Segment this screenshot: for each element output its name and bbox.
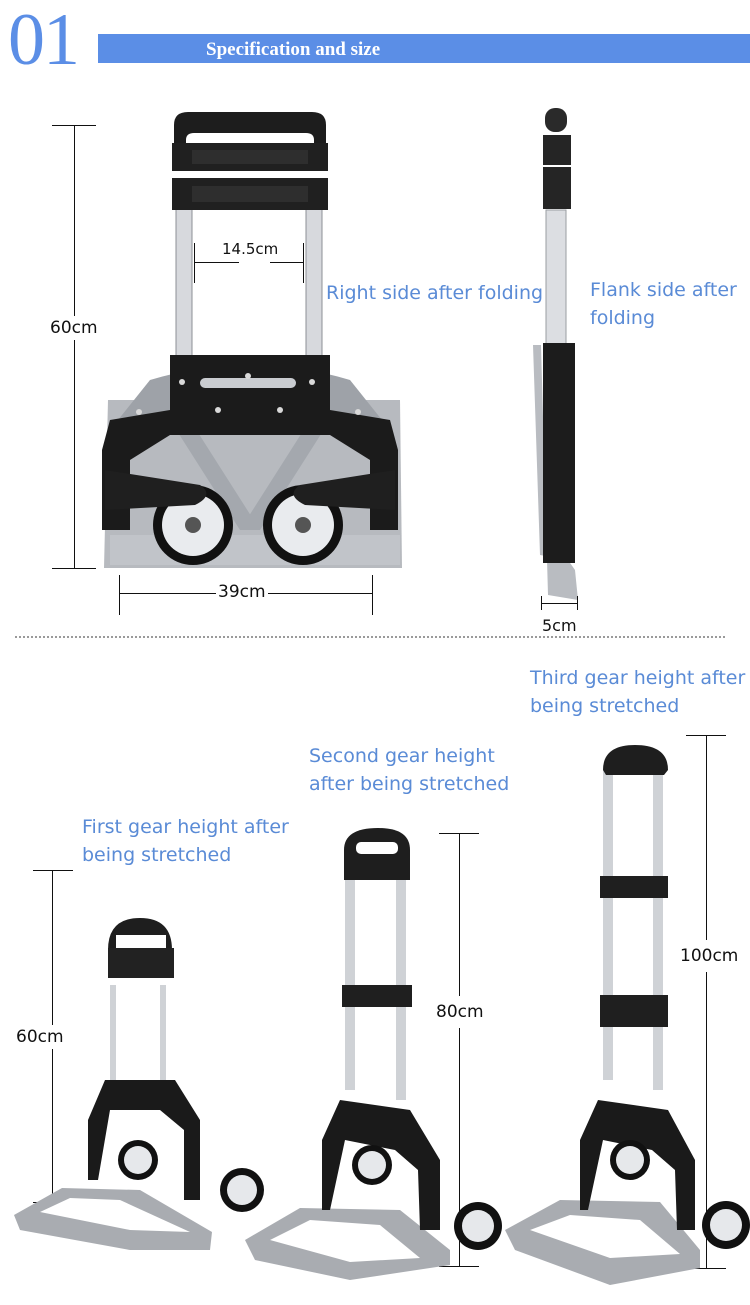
section-title-bar — [98, 34, 750, 63]
gear-3-label-line1: Third gear height after — [530, 667, 746, 689]
gear-2-height-label: 80cm — [436, 996, 484, 1028]
gear-1-label: First gear height after being stretched — [82, 813, 289, 869]
handle-dim-line-right — [270, 262, 303, 263]
gear-1-tick-top — [33, 870, 73, 871]
dim-tick-bottom — [52, 568, 96, 569]
gear-3-height-label: 100cm — [680, 940, 739, 972]
gear-2-label-line1: Second gear height — [309, 745, 495, 767]
base-dim-tick-left — [119, 575, 120, 615]
section-number: 01 — [8, 0, 80, 81]
trolley-gear-2 — [245, 828, 502, 1280]
dim-line-height — [74, 125, 75, 568]
folded-trolley-front-image — [102, 112, 402, 568]
handle-dim-line-left — [194, 262, 239, 263]
base-dim-tick-right — [372, 575, 373, 615]
handle-width-label: 14.5cm — [222, 240, 279, 258]
section-divider — [15, 636, 725, 638]
gear-3-tick-bottom — [686, 1268, 726, 1269]
gear-1-label-line1: First gear height after — [82, 816, 289, 838]
depth-dim-tick-right — [577, 596, 578, 610]
gear-2-tick-bottom — [439, 1266, 479, 1267]
front-height-label: 60cm — [50, 316, 98, 340]
flank-side-label: Flank side after folding — [590, 276, 737, 332]
depth-dim-line — [541, 603, 577, 604]
base-width-label: 39cm — [216, 582, 268, 602]
folded-trolley-side-image — [533, 108, 578, 600]
flank-side-label-line1: Flank side after — [590, 279, 737, 301]
section-title: Specification and size — [206, 39, 381, 60]
right-side-label: Right side after folding — [326, 282, 544, 304]
gear-3-label: Third gear height after being stretched — [530, 664, 745, 720]
gear-1-height-label: 60cm — [16, 1025, 64, 1049]
flank-side-label-line2: folding — [590, 307, 656, 329]
handle-dim-tick-right — [303, 243, 304, 283]
gear-2-label: Second gear height after being stretched — [309, 742, 509, 798]
handle-dim-tick-left — [194, 243, 195, 283]
gear-3-line — [706, 735, 707, 1268]
gear-1-label-line2: being stretched — [82, 844, 232, 866]
trolley-gear-1 — [14, 918, 264, 1250]
depth-label: 5cm — [542, 616, 577, 635]
trolley-gear-3 — [505, 745, 750, 1285]
gear-2-label-line2: after being stretched — [309, 773, 510, 795]
gear-3-label-line2: being stretched — [530, 695, 680, 717]
gear-2-line — [459, 833, 460, 1266]
